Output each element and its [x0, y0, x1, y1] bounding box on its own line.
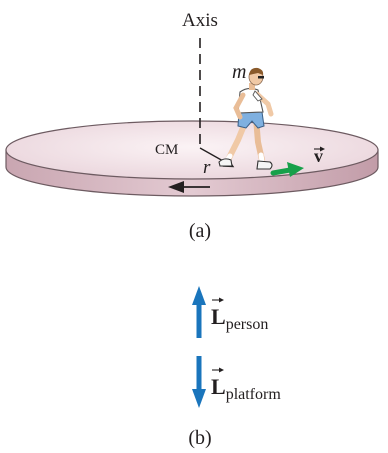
platform-angular-momentum-arrow [192, 356, 206, 408]
caption-b: (b) [188, 427, 211, 449]
person-angular-momentum-arrow [192, 286, 206, 338]
vector-arrow-icon [212, 297, 224, 303]
platform [5, 120, 379, 197]
caption-a: (a) [189, 220, 211, 242]
platform-L-subscript: platform [226, 386, 282, 403]
front-shoe [256, 160, 273, 170]
shorts [237, 111, 265, 129]
svg-text:Lperson: Lperson [211, 304, 268, 333]
vector-arrow-icon [314, 146, 325, 152]
axis-label: Axis [182, 10, 218, 31]
person-angular-momentum-label: Lperson [211, 297, 268, 333]
part-a: Axis CM r [5, 10, 379, 242]
rotation-arrow [168, 181, 210, 193]
velocity-label-group: v [314, 146, 325, 166]
person-L-subscript: person [226, 316, 269, 333]
person-figure [218, 67, 274, 170]
person-L-symbol: L [211, 304, 226, 329]
platform-L-symbol: L [211, 374, 226, 399]
svg-text:Lplatform: Lplatform [211, 374, 281, 403]
vector-arrow-icon [212, 367, 224, 373]
mass-label: m [232, 61, 246, 83]
platform-top [5, 120, 379, 180]
cm-label: CM [155, 142, 178, 158]
radius-label: r [203, 157, 211, 178]
velocity-label: v [314, 146, 323, 166]
platform-angular-momentum-label: Lplatform [211, 367, 281, 403]
velocity-arrow [270, 162, 304, 177]
part-b: Lperson Lplatform (b) [188, 286, 281, 449]
back-shoe [218, 158, 233, 167]
